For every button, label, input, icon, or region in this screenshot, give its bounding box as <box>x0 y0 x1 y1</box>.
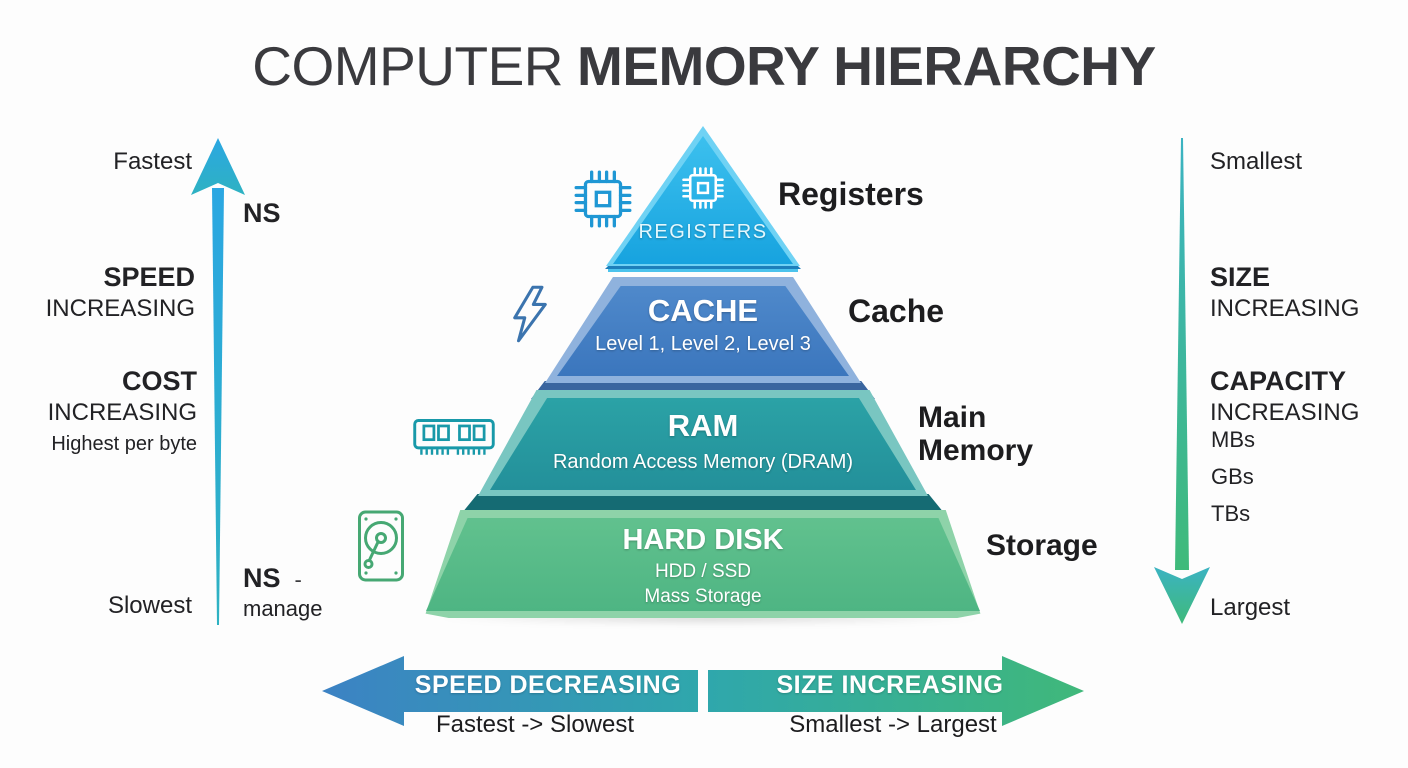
ns-top-label: NS <box>243 198 281 228</box>
ram-pedestal <box>462 494 944 513</box>
unit-gbs: GBs <box>1211 464 1254 489</box>
cache-text: CACHE Level 1, Level 2, Level 3 <box>557 293 849 356</box>
hard-disk-sublabel2: Mass Storage <box>644 586 762 607</box>
capacity-sub: INCREASING <box>1210 399 1360 426</box>
ns-bottom-block: NS- manage <box>243 563 323 622</box>
hard-disk-text: HARD DISK HDD / SSD Mass Storage <box>426 524 980 608</box>
unit-tbs: TBs <box>1211 501 1251 526</box>
ns-bottom-dash: - <box>294 567 302 592</box>
lightning-icon <box>513 285 547 343</box>
size-sub: INCREASING <box>1210 295 1360 322</box>
largest-label: Largest <box>1210 594 1291 621</box>
size-increasing-label: SIZE INCREASING <box>776 671 1004 699</box>
right-arrow <box>708 656 1084 726</box>
ram-sublabel: Random Access Memory (DRAM) <box>552 451 854 473</box>
size-title: SIZE <box>1210 262 1271 292</box>
speed-increasing-block: SPEED INCREASING <box>20 262 195 323</box>
speed-sub: INCREASING <box>45 295 195 322</box>
cache-sublabel: Level 1, Level 2, Level 3 <box>595 333 811 355</box>
hard-disk-icon <box>358 510 404 582</box>
smallest-largest-sub: Smallest -> Largest <box>789 711 997 738</box>
size-increasing-block: SIZE INCREASING <box>1210 262 1359 323</box>
ram-stick-icon <box>413 419 495 455</box>
down-arrow <box>1154 138 1210 624</box>
ram-text: RAM Random Access Memory (DRAM) <box>490 408 916 474</box>
chip-icon <box>574 170 632 228</box>
hard-disk-level <box>426 518 980 611</box>
up-arrow <box>191 138 245 625</box>
unit-mbs: MBs <box>1211 427 1255 452</box>
title-prefix: COMPUTER <box>252 35 563 97</box>
hard-disk-sublabel: HDD / SSD <box>654 561 752 582</box>
capacity-title: CAPACITY <box>1210 366 1347 396</box>
ram-label: RAM <box>667 408 739 443</box>
cost-note: Highest per byte <box>51 433 197 455</box>
fastest-label: Fastest <box>113 148 192 175</box>
capacity-increasing-block: CAPACITY INCREASING <box>1210 366 1359 427</box>
smallest-label: Smallest <box>1210 148 1303 175</box>
fastest-slowest-sub: Fastest -> Slowest <box>435 711 635 738</box>
chip-icon <box>682 167 724 209</box>
title-emphasis: MEMORY HIERARCHY <box>577 35 1156 97</box>
cache-label: CACHE <box>647 293 759 328</box>
ram-level <box>490 398 916 490</box>
side-label-storage: Storage <box>986 529 1098 562</box>
cost-increasing-block: COST INCREASING Highest per byte <box>20 366 197 456</box>
cost-title: COST <box>121 366 197 396</box>
left-arrow <box>322 656 698 726</box>
hard-disk-label: HARD DISK <box>622 524 784 556</box>
registers-baseline <box>608 269 798 272</box>
side-label-cache: Cache <box>848 293 945 329</box>
ns-bottom-word: manage <box>243 596 323 621</box>
registers-label: REGISTERS <box>638 221 768 243</box>
side-label-main-memory: Main Memory <box>918 401 1034 467</box>
side-label-registers: Registers <box>778 176 924 212</box>
ns-bottom-label: NS <box>243 563 281 593</box>
slowest-label: Slowest <box>107 592 192 619</box>
speed-decreasing-label: SPEED DECREASING <box>414 671 682 699</box>
cost-sub: INCREASING <box>47 399 197 426</box>
speed-title: SPEED <box>103 262 195 292</box>
